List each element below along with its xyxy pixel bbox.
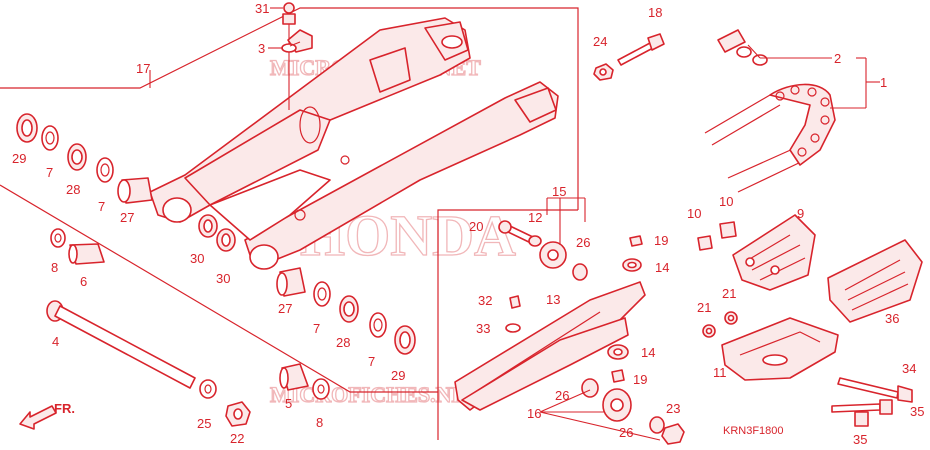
callout-7-c[interactable]: 7: [313, 321, 320, 336]
callout-19-b[interactable]: 19: [633, 372, 647, 387]
callout-16[interactable]: 16: [527, 406, 541, 421]
pivot-seals-30[interactable]: [198, 214, 236, 252]
callout-35-a[interactable]: 35: [910, 404, 924, 419]
callout-26-b[interactable]: 26: [555, 388, 569, 403]
callout-14-b[interactable]: 14: [641, 345, 655, 360]
callout-4[interactable]: 4: [52, 334, 59, 349]
drive-chain[interactable]: [704, 29, 836, 193]
collar-and-spacer[interactable]: [50, 228, 105, 265]
chain-guide-slider[interactable]: [732, 214, 816, 291]
callout-5[interactable]: 5: [285, 396, 292, 411]
roller-bolt-19-upper[interactable]: [629, 235, 643, 247]
adjusting-bolt[interactable]: [617, 33, 665, 66]
callout-3[interactable]: 3: [258, 41, 265, 56]
diagram-code: KRN3F1800: [723, 425, 784, 437]
front-direction-arrow: FR.: [19, 401, 75, 430]
callout-24[interactable]: 24: [593, 34, 607, 49]
callout-27-a[interactable]: 27: [120, 210, 134, 225]
callout-1[interactable]: 1: [880, 75, 887, 90]
roller-bolt-19-lower[interactable]: [611, 369, 625, 383]
callout-25[interactable]: 25: [197, 416, 211, 431]
pivot-collar-5[interactable]: [279, 363, 330, 400]
callout-29-b[interactable]: 29: [391, 368, 405, 383]
callout-28-b[interactable]: 28: [336, 335, 350, 350]
callout-34[interactable]: 34: [902, 361, 916, 376]
callout-31[interactable]: 31: [255, 1, 269, 16]
pivot-bolt[interactable]: [46, 300, 217, 399]
callout-7-a[interactable]: 7: [46, 165, 53, 180]
callout-27-b[interactable]: 27: [278, 301, 292, 316]
swingarm[interactable]: [149, 17, 559, 270]
front-direction-label: FR.: [54, 401, 75, 416]
callout-6[interactable]: 6: [80, 274, 87, 289]
callout-18[interactable]: 18: [648, 5, 662, 20]
chain-slider-top-bolt[interactable]: [281, 2, 313, 110]
chain-slider[interactable]: [454, 281, 646, 411]
callout-12[interactable]: 12: [528, 210, 542, 225]
lock-nut[interactable]: [593, 63, 614, 81]
callout-10-b[interactable]: 10: [719, 194, 733, 209]
callout-23[interactable]: 23: [666, 401, 680, 416]
bearing-stack-upper[interactable]: [16, 113, 153, 204]
swingarm-assembly-boundary: [0, 7, 579, 440]
chain-guide-cover[interactable]: [827, 239, 923, 323]
chain-roller-lower[interactable]: [581, 378, 665, 434]
callout-21-b[interactable]: 21: [722, 286, 736, 301]
guide-collars-10[interactable]: [697, 221, 737, 251]
callout-9[interactable]: 9: [797, 206, 804, 221]
callout-32[interactable]: 32: [478, 293, 492, 308]
callout-8-a[interactable]: 8: [51, 260, 58, 275]
bearing-stack-lower[interactable]: [276, 267, 416, 355]
chain-roller-upper[interactable]: [498, 220, 588, 281]
callout-28-a[interactable]: 28: [66, 182, 80, 197]
callout-8-b[interactable]: 8: [316, 415, 323, 430]
callout-11[interactable]: 11: [713, 365, 727, 380]
callout-33[interactable]: 33: [476, 321, 490, 336]
slider-bolt-32-washer-33[interactable]: [505, 295, 521, 333]
callout-15[interactable]: 15: [552, 184, 566, 199]
roller-nut-23[interactable]: [661, 423, 685, 445]
guide-nuts-21[interactable]: [702, 311, 738, 338]
callout-7-d[interactable]: 7: [368, 354, 375, 369]
callout-labels: 1 2 3 4 5 6 7 7 7 7 8 8 9 10 10 11 12 13…: [12, 1, 924, 447]
callout-26-c[interactable]: 26: [619, 425, 633, 440]
chain-guide-plate[interactable]: [721, 317, 839, 381]
callout-22[interactable]: 22: [230, 431, 244, 446]
leader-lines: [149, 7, 880, 441]
pivot-nut[interactable]: [225, 401, 251, 427]
callout-30-a[interactable]: 30: [190, 251, 204, 266]
callout-29-a[interactable]: 29: [12, 151, 26, 166]
roller-collar-14-lower[interactable]: [607, 344, 629, 360]
callout-7-b[interactable]: 7: [98, 199, 105, 214]
callout-35-b[interactable]: 35: [853, 432, 867, 447]
roller-collar-14-upper[interactable]: [622, 258, 642, 272]
callout-14-a[interactable]: 14: [655, 260, 669, 275]
callout-17[interactable]: 17: [136, 61, 150, 76]
callout-30-b[interactable]: 30: [216, 271, 230, 286]
callout-19-a[interactable]: 19: [654, 233, 668, 248]
callout-2[interactable]: 2: [834, 51, 841, 66]
callout-10-a[interactable]: 10: [687, 206, 701, 221]
callout-21-a[interactable]: 21: [697, 300, 711, 315]
callout-36[interactable]: 36: [885, 311, 899, 326]
callout-20[interactable]: 20: [469, 219, 483, 234]
callout-13[interactable]: 13: [546, 292, 560, 307]
callout-26-a[interactable]: 26: [576, 235, 590, 250]
guide-bolts[interactable]: [831, 377, 913, 427]
